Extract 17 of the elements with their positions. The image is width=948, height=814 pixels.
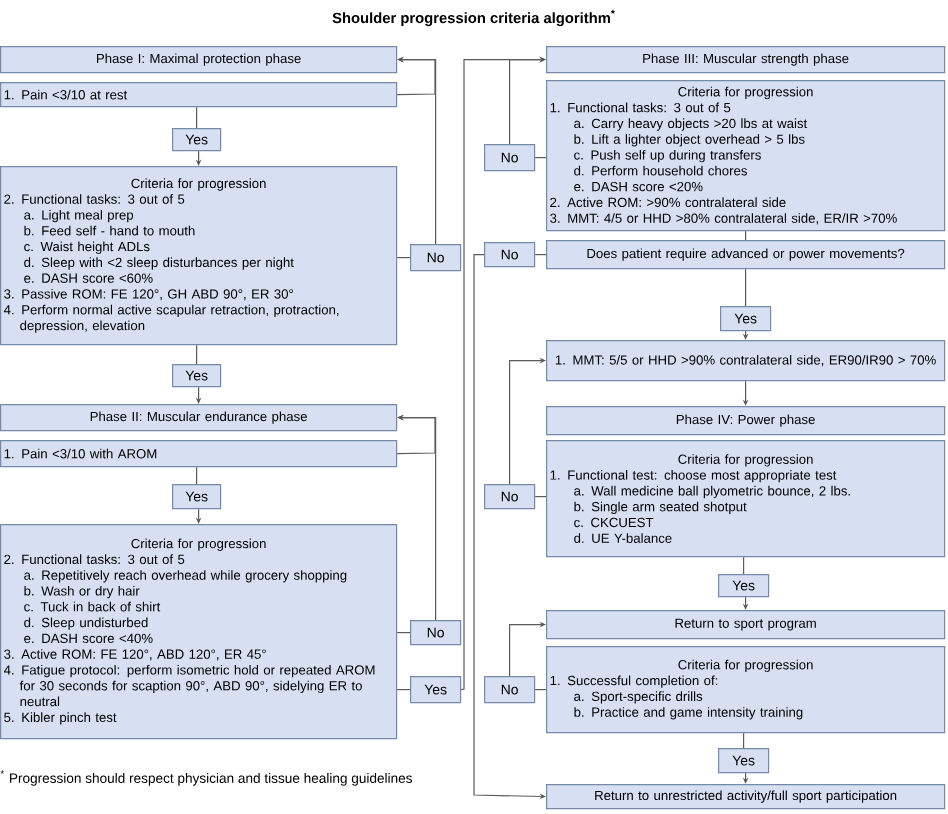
connector-line: [743, 732, 745, 749]
connector-line: [396, 689, 411, 691]
connector-line: [196, 344, 198, 365]
connector-line: [745, 268, 747, 307]
connector-line: [196, 466, 198, 485]
connector-line: [196, 106, 198, 129]
connector-line: [534, 496, 547, 498]
connector-arrow: [509, 56, 546, 145]
connector-line: [396, 257, 411, 259]
connector-line: [745, 230, 747, 241]
connector-arrow: [509, 357, 546, 485]
connector-line: [743, 556, 745, 575]
connector-line: [534, 254, 547, 256]
connector-line: [534, 689, 547, 691]
connector-line: [534, 157, 547, 159]
connector-arrow: [509, 621, 546, 677]
connector-line: [396, 632, 411, 634]
